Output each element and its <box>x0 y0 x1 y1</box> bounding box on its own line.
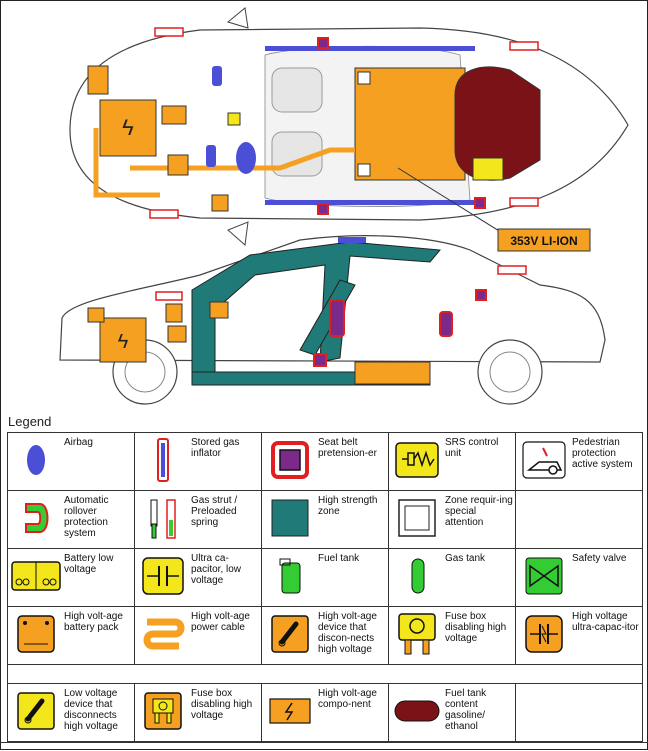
legend-label: High strength zone <box>318 495 378 517</box>
legend-title: Legend <box>8 414 52 429</box>
legend-label: Battery low voltage <box>64 553 114 575</box>
legend-label: SRS control unit <box>445 437 499 459</box>
battery-callout <box>497 228 591 252</box>
legend-cell-ultra-capacitor-low: Ultra ca-pacitor, low voltage <box>134 548 262 607</box>
legend-cell-lv-disconnect-device: Low voltage device that disconnects high… <box>7 683 135 742</box>
fuel-content-icon <box>394 700 440 722</box>
legend-cell-battery-low-voltage: Battery low voltage <box>7 548 135 607</box>
legend-label: Ultra ca-pacitor, low voltage <box>191 553 242 586</box>
legend-label: Stored gas inflator <box>191 437 240 459</box>
legend-cell-hv-ultra-capacitor: High voltage ultra-capac-itor <box>515 606 643 665</box>
rollover-protection-icon <box>25 503 49 533</box>
svg-text:ϟ: ϟ <box>118 331 129 353</box>
legend-spacer-row <box>7 664 643 684</box>
lv-disconnect-device-icon <box>17 692 55 730</box>
legend-cell-gas-inflator: Stored gas inflator <box>134 432 262 491</box>
legend-label: Safety valve <box>572 553 627 564</box>
hv-component-icon <box>269 698 311 724</box>
legend-cell-high-strength-zone: High strength zone <box>261 490 389 549</box>
hv-power-cable-icon <box>143 618 185 650</box>
legend-cell-empty-1 <box>515 490 643 549</box>
legend-cell-gas-tank: Gas tank <box>388 548 516 607</box>
legend-label: Pedestrian protection active system <box>572 437 633 470</box>
legend-cell-fuse-box-lv: Fuse box disabling high voltage <box>134 683 262 742</box>
vehicle-illustration: ϟ 353V LI-ION <box>59 7 629 405</box>
legend-cell-airbag: Airbag <box>7 432 135 491</box>
legend-label: Low voltage device that disconnects high… <box>64 688 118 732</box>
battery-low-voltage-icon <box>11 561 61 591</box>
legend-cell-fuel-tank: Fuel tank <box>261 548 389 607</box>
legend-label: High volt-age device that discon-nects h… <box>318 611 377 655</box>
legend-cell-hv-disconnect-device: High volt-age device that discon-nects h… <box>261 606 389 665</box>
legend-label: Seat belt pretension-er <box>318 437 377 459</box>
bottom-table-edge <box>0 742 648 751</box>
fuse-box-hv-icon <box>398 613 436 655</box>
legend-label: High volt-age power cable <box>191 611 250 633</box>
legend-label: Zone requir-ing special attention <box>445 495 513 528</box>
legend-cell-rollover-protection: Automatic rollover protection system <box>7 490 135 549</box>
legend-label: Fuel tank content gasoline/ ethanol <box>445 688 487 732</box>
legend-cell-seatbelt-pretensioner: Seat belt pretension-er <box>261 432 389 491</box>
legend-cell-special-attention-zone: Zone requir-ing special attention <box>388 490 516 549</box>
special-attention-zone-icon <box>398 499 436 537</box>
seatbelt-pretensioner-icon <box>271 441 309 479</box>
legend-label: Gas strut / Preloaded spring <box>191 495 238 528</box>
legend-label: Fuse box disabling high voltage <box>445 611 507 644</box>
pedestrian-protection-icon <box>522 441 566 479</box>
gas-strut-icon <box>150 499 176 539</box>
fuel-tank-icon <box>279 558 301 594</box>
legend-cell-fuel-content: Fuel tank content gasoline/ ethanol <box>388 683 516 742</box>
legend-cell-fuse-box-hv: Fuse box disabling high voltage <box>388 606 516 665</box>
hv-battery-pack-icon <box>17 615 55 653</box>
legend-cell-empty-2 <box>515 683 643 742</box>
legend-label: Automatic rollover protection system <box>64 495 109 539</box>
ultra-capacitor-low-icon <box>142 557 184 595</box>
legend-cell-pedestrian-protection: Pedestrian protection active system <box>515 432 643 491</box>
car-top-view: ϟ <box>69 7 629 246</box>
legend-cell-hv-power-cable: High volt-age power cable <box>134 606 262 665</box>
hv-disconnect-device-icon <box>271 615 309 653</box>
legend-label: High volt-age compo-nent <box>318 688 377 710</box>
hv-ultra-capacitor-icon <box>525 615 563 653</box>
svg-text:ϟ: ϟ <box>122 115 134 140</box>
legend-cell-hv-component: High volt-age compo-nent <box>261 683 389 742</box>
legend-cell-hv-battery-pack: High volt-age battery pack <box>7 606 135 665</box>
car-side-view: ϟ <box>59 235 606 405</box>
legend-label: High voltage ultra-capac-itor <box>572 611 639 633</box>
legend-cell-gas-strut: Gas strut / Preloaded spring <box>134 490 262 549</box>
safety-valve-icon <box>525 557 563 595</box>
legend-cell-srs-control-unit: SRS control unit <box>388 432 516 491</box>
battery-callout-label: 353V LI-ION <box>510 234 577 248</box>
legend-label: Airbag <box>64 437 93 448</box>
airbag-icon <box>27 445 45 475</box>
legend-label: Fuse box disabling high voltage <box>191 688 253 721</box>
fuse-box-lv-icon <box>144 692 182 730</box>
legend-label: High volt-age battery pack <box>64 611 123 633</box>
srs-control-unit-icon <box>395 442 439 478</box>
high-strength-zone-icon <box>271 499 309 537</box>
gas-tank-icon <box>411 558 425 594</box>
legend-cell-safety-valve: Safety valve <box>515 548 643 607</box>
gas-inflator-icon <box>157 438 169 482</box>
legend-table: Airbag Stored gas inflator Seat belt pre… <box>7 432 643 742</box>
legend-label: Fuel tank <box>318 553 360 564</box>
legend-label: Gas tank <box>445 553 486 564</box>
